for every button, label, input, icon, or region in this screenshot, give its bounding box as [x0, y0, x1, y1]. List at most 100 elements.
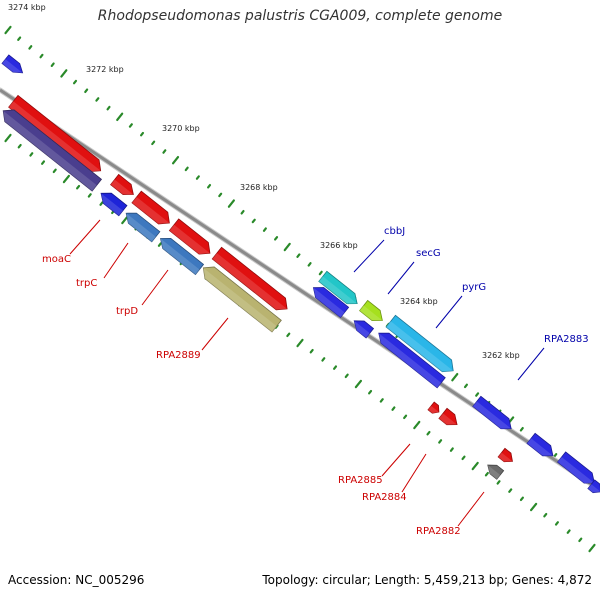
leader-line-RPA2884: [401, 453, 427, 493]
outer-tick: [151, 140, 156, 146]
gene-moaC-highlight: [101, 193, 123, 216]
outer-tick: [262, 227, 267, 232]
inner-tick: [354, 379, 362, 389]
gene-g9-highlight: [354, 320, 370, 338]
gene-cbbJ-highlight: [318, 276, 358, 304]
accession-text: Accession: NC_005296: [8, 573, 145, 587]
gene-RPA2882-highlight: [487, 465, 501, 480]
inner-tick: [403, 414, 408, 420]
inner-tick: [99, 201, 104, 206]
gene-RPA2883-highlight: [472, 401, 512, 429]
inner-tick: [588, 543, 596, 553]
outer-tick: [106, 105, 111, 111]
inner-tick: [41, 160, 46, 165]
inner-tick: [578, 537, 583, 543]
gene-label-secG: secG: [416, 248, 441, 259]
inner-tick: [530, 502, 538, 512]
inner-tick: [496, 480, 501, 485]
leader-line-pyrG: [435, 295, 463, 329]
gene-RPA2883: [472, 395, 512, 430]
inner-tick: [368, 389, 373, 395]
outer-tick: [463, 383, 468, 389]
inner-tick: [484, 471, 489, 477]
inner-tick: [76, 184, 81, 190]
outer-tick: [240, 209, 245, 215]
gene-label-cbbJ: cbbJ: [384, 226, 405, 237]
gene-label-trpC: trpC: [76, 278, 97, 289]
outer-tick: [60, 69, 68, 78]
outer-tick: [318, 270, 323, 276]
gene-secG-highlight: [359, 305, 383, 321]
outer-tick: [140, 131, 145, 137]
inner-tick: [543, 512, 548, 518]
outer-tick: [207, 183, 212, 189]
inner-tick: [449, 447, 454, 452]
genome-backbone: [0, 88, 600, 492]
leader-line-trpC: [103, 242, 129, 279]
gene-RPA2889-highlight: [203, 267, 277, 332]
outer-tick: [283, 242, 291, 252]
outer-tick: [274, 236, 279, 241]
inner-tick: [309, 348, 314, 354]
outer-tick: [171, 155, 180, 165]
inner-tick: [333, 365, 338, 370]
gene-g14-highlight: [587, 484, 600, 493]
inner-tick: [426, 430, 431, 436]
inner-tick: [566, 529, 571, 534]
scale-label: 3268 kbp: [240, 183, 278, 192]
leader-line-cbbJ: [353, 239, 385, 273]
gene-label-trpD: trpD: [116, 306, 138, 317]
gene-g10-highlight: [378, 333, 442, 388]
outer-tick: [72, 79, 78, 85]
outer-tick: [116, 112, 124, 122]
gene-trpC-highlight: [126, 213, 156, 242]
inner-tick: [519, 496, 524, 502]
inner-tick: [413, 420, 421, 430]
inner-tick: [157, 242, 162, 247]
gene-g8-highlight: [313, 287, 345, 318]
gene-label-pyrG: pyrG: [462, 282, 486, 293]
outer-tick: [17, 36, 22, 41]
gene-g1-highlight: [2, 59, 23, 73]
outer-tick: [553, 453, 558, 458]
leader-line-trpD: [141, 269, 169, 306]
leader-line-secG: [387, 261, 415, 295]
outer-tick: [296, 253, 301, 258]
gene-RPA2885-highlight: [428, 405, 439, 414]
outer-tick: [475, 392, 480, 397]
outer-tick: [227, 199, 235, 208]
gene-label-moaC: moaC: [42, 254, 71, 265]
gene-g5-highlight: [131, 196, 170, 224]
gene-RPA2884-highlight: [438, 413, 458, 425]
inner-tick: [321, 357, 326, 362]
leader-line-moaC: [69, 219, 101, 255]
outer-tick: [4, 25, 12, 35]
outer-tick: [184, 166, 189, 172]
inner-tick: [52, 168, 57, 174]
inner-tick: [17, 143, 22, 149]
inner-tick: [344, 373, 349, 379]
gene-g4-highlight: [110, 179, 134, 195]
gene-g13-highlight: [557, 456, 595, 484]
inner-tick: [471, 461, 479, 471]
outer-tick: [95, 97, 100, 102]
scale-label: 3264 kbp: [400, 297, 438, 306]
outer-tick: [451, 372, 459, 382]
inner-tick: [391, 406, 396, 411]
outer-tick: [128, 123, 133, 128]
outer-tick: [39, 53, 44, 59]
gene-pyrG-highlight: [386, 321, 454, 372]
scale-label: 3272 kbp: [86, 65, 124, 74]
gene-g11-highlight: [527, 438, 553, 456]
gene-g1: [1, 54, 24, 74]
inner-tick: [4, 133, 12, 143]
scale-label: 3262 kbp: [482, 351, 520, 360]
inner-tick: [438, 439, 443, 444]
outer-tick: [195, 175, 200, 180]
gene-label-RPA2884: RPA2884: [362, 492, 407, 503]
inner-tick: [87, 193, 92, 198]
gene-label-RPA2882: RPA2882: [416, 526, 461, 537]
inner-tick: [286, 332, 291, 338]
